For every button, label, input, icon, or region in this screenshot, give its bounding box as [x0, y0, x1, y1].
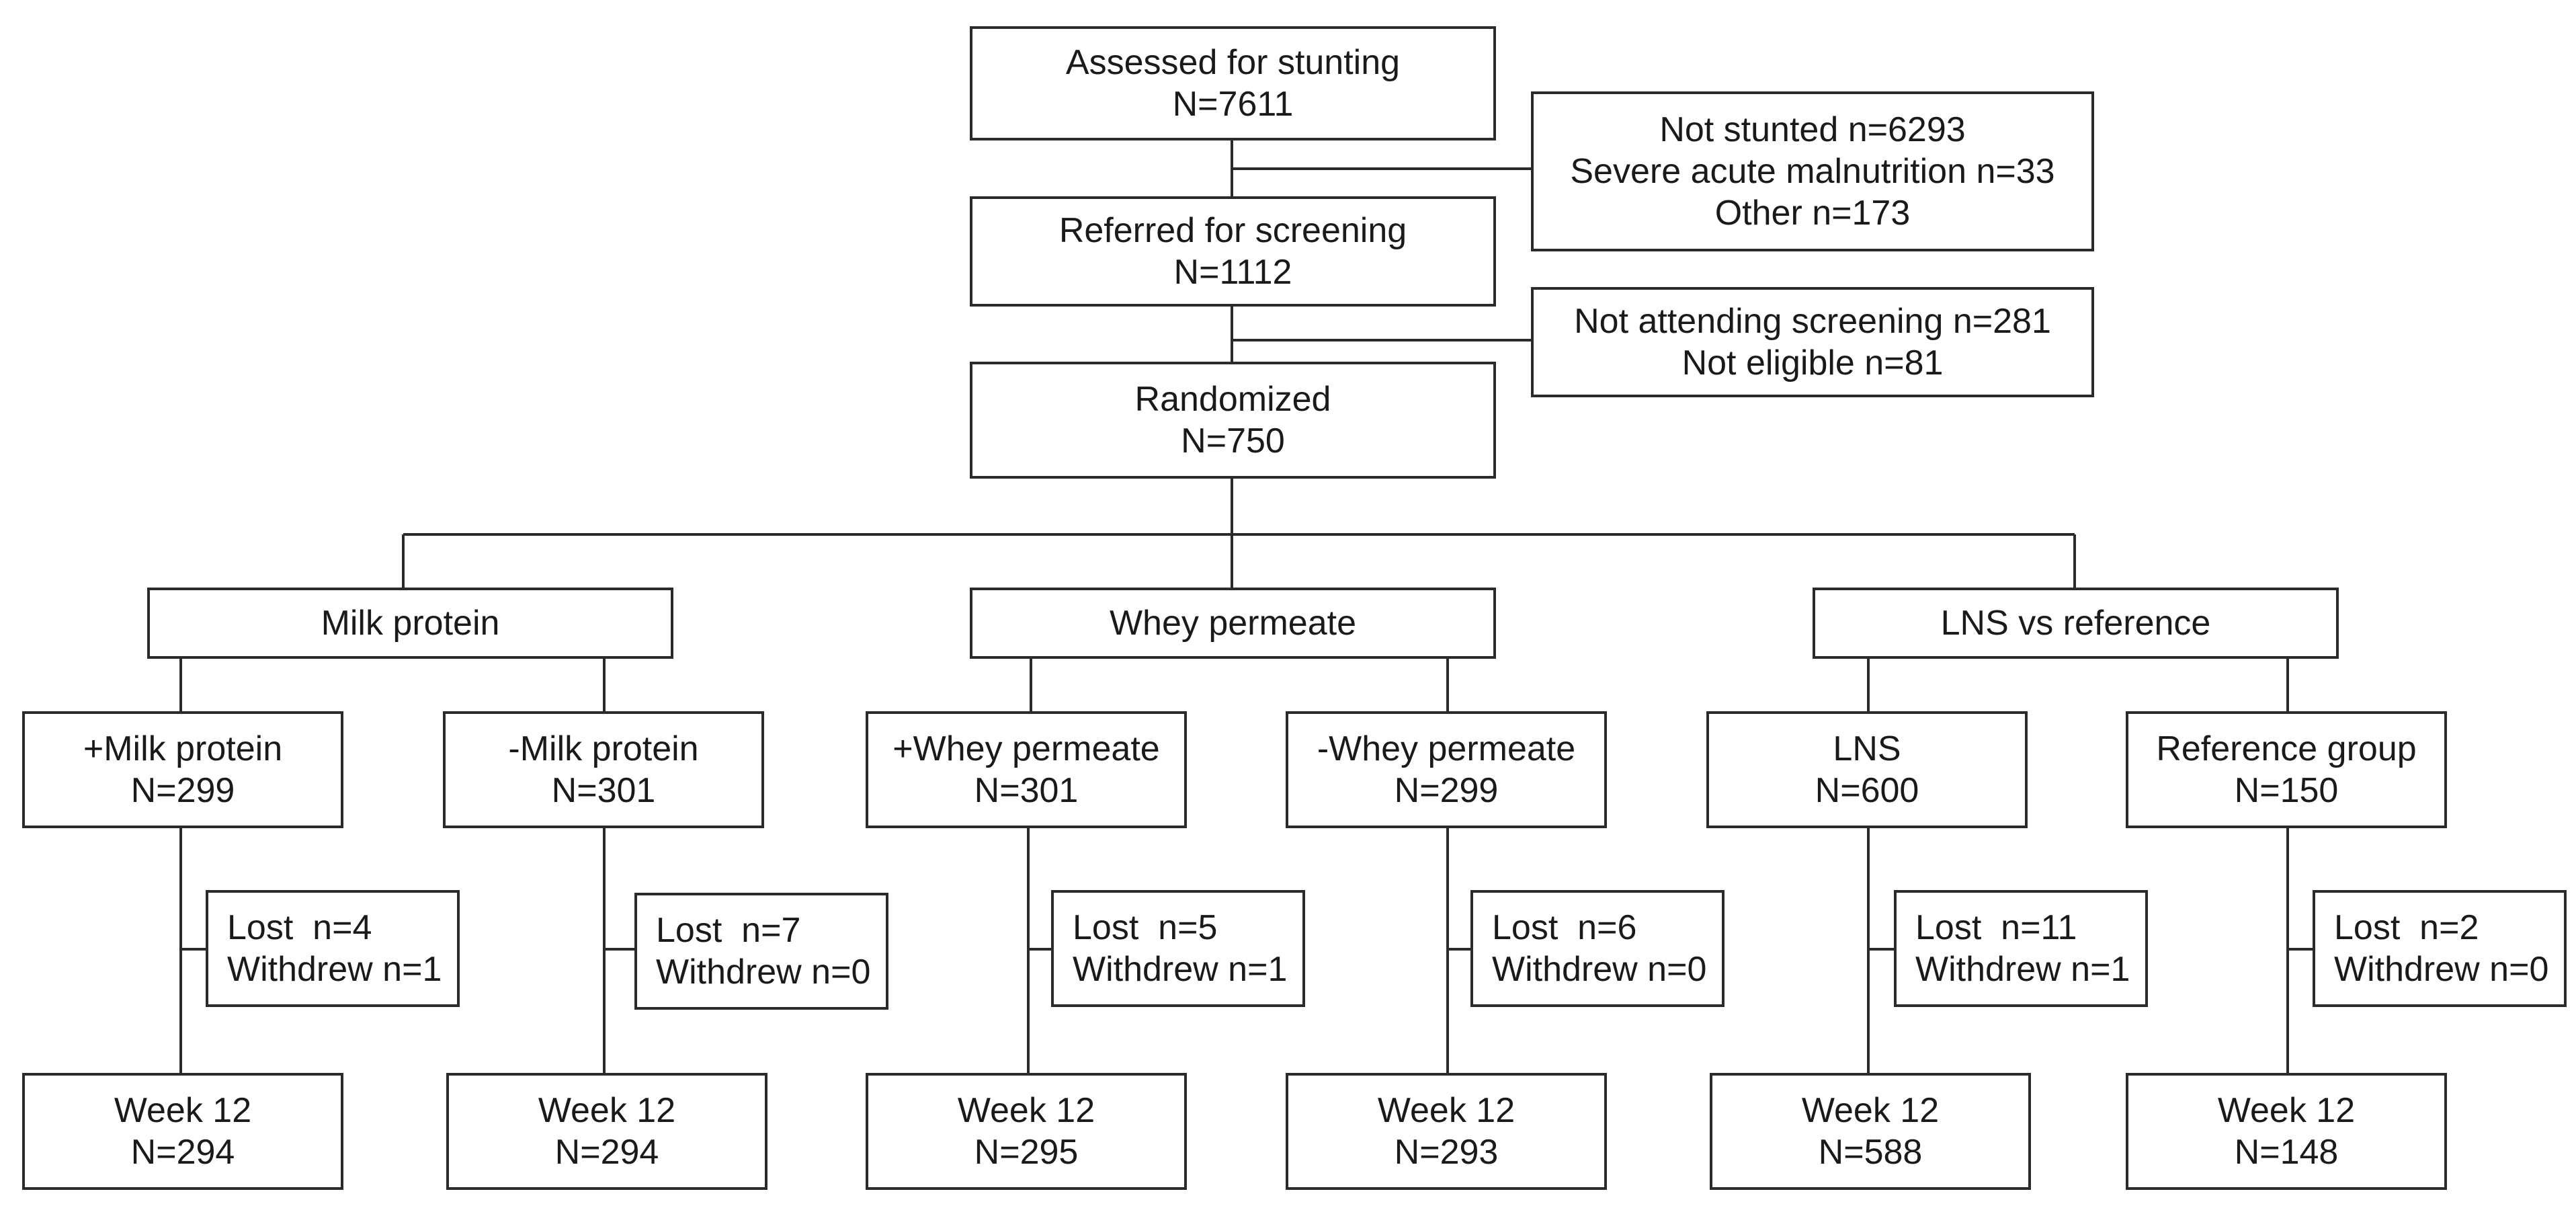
loss-lost: Lost n=11 [1915, 908, 2077, 947]
week-label: Week 12 [2217, 1091, 2356, 1130]
referred-count: N=1112 [1173, 253, 1292, 292]
week12-box-4: Week 12 N=293 [1286, 1073, 1607, 1190]
arm-count: N=600 [1815, 771, 1919, 810]
arm-count: N=301 [974, 771, 1079, 810]
loss-withdrew: Withdrew n=1 [1915, 950, 2130, 989]
loss-withdrew: Withdrew n=1 [227, 950, 442, 989]
loss-box-6: Lost n=2 Withdrew n=0 [2313, 890, 2567, 1007]
week12-box-6: Week 12 N=148 [2126, 1073, 2447, 1190]
loss-withdrew: Withdrew n=0 [2334, 950, 2549, 989]
loss-withdrew: Withdrew n=0 [656, 953, 871, 992]
arm-name: -Milk protein [508, 729, 699, 768]
arm-count: N=299 [130, 771, 235, 810]
loss-box-5: Lost n=11 Withdrew n=1 [1894, 890, 2148, 1007]
week12-box-3: Week 12 N=295 [866, 1073, 1187, 1190]
loss-box-4: Lost n=6 Withdrew n=0 [1470, 890, 1725, 1007]
week-label: Week 12 [1801, 1091, 1940, 1130]
week-count: N=294 [130, 1133, 235, 1172]
arm-count: N=299 [1394, 771, 1499, 810]
exclusion-1-line-2: Severe acute malnutrition n=33 [1570, 152, 2055, 191]
assessed-title: Assessed for stunting [1065, 43, 1401, 82]
arm-name: +Whey permeate [892, 729, 1160, 768]
week12-box-2: Week 12 N=294 [446, 1073, 767, 1190]
loss-box-3: Lost n=5 Withdrew n=1 [1051, 890, 1305, 1007]
exclusion-1-line-1: Not stunted n=6293 [1659, 110, 1966, 149]
arm-box-3: +Whey permeate N=301 [866, 711, 1187, 828]
arm-name: -Whey permeate [1317, 729, 1576, 768]
referred-title: Referred for screening [1058, 211, 1407, 250]
referred-box: Referred for screening N=1112 [970, 196, 1496, 307]
arm-count: N=301 [551, 771, 656, 810]
week-count: N=295 [974, 1133, 1079, 1172]
week-count: N=294 [554, 1133, 659, 1172]
assessed-box: Assessed for stunting N=7611 [970, 26, 1496, 140]
week-count: N=293 [1394, 1133, 1499, 1172]
week-label: Week 12 [957, 1091, 1095, 1130]
week-label: Week 12 [1377, 1091, 1515, 1130]
loss-withdrew: Withdrew n=1 [1073, 950, 1288, 989]
exclusion-1-line-3: Other n=173 [1714, 194, 1911, 233]
exclusion-box-1: Not stunted n=6293 Severe acute malnutri… [1531, 91, 2094, 251]
loss-lost: Lost n=7 [656, 911, 801, 950]
arm-name: Reference group [2156, 729, 2417, 768]
loss-lost: Lost n=5 [1073, 908, 1218, 947]
loss-box-2: Lost n=7 Withdrew n=0 [634, 893, 888, 1010]
loss-lost: Lost n=4 [227, 908, 372, 947]
exclusion-box-2: Not attending screening n=281 Not eligib… [1531, 287, 2094, 397]
arm-box-2: -Milk protein N=301 [443, 711, 764, 828]
group-title: Milk protein [321, 604, 500, 643]
week12-box-5: Week 12 N=588 [1710, 1073, 2031, 1190]
exclusion-2-line-1: Not attending screening n=281 [1574, 302, 2051, 341]
loss-lost: Lost n=2 [2334, 908, 2479, 947]
arm-name: LNS [1833, 729, 1901, 768]
group-title: Whey permeate [1109, 604, 1357, 643]
exclusion-2-line-2: Not eligible n=81 [1681, 344, 1944, 383]
group-box-whey-permeate: Whey permeate [970, 588, 1496, 659]
arm-box-5: LNS N=600 [1706, 711, 2028, 828]
arm-count: N=150 [2234, 771, 2339, 810]
group-title: LNS vs reference [1940, 604, 2211, 643]
group-box-lns-vs-reference: LNS vs reference [1813, 588, 2339, 659]
loss-box-1: Lost n=4 Withdrew n=1 [206, 890, 460, 1007]
arm-name: +Milk protein [83, 729, 283, 768]
randomized-box: Randomized N=750 [970, 362, 1496, 479]
arm-box-6: Reference group N=150 [2126, 711, 2447, 828]
randomized-title: Randomized [1134, 380, 1331, 419]
week-label: Week 12 [114, 1091, 252, 1130]
randomized-count: N=750 [1181, 421, 1285, 460]
group-box-milk-protein: Milk protein [147, 588, 673, 659]
assessed-count: N=7611 [1172, 85, 1294, 124]
week-count: N=588 [1818, 1133, 1923, 1172]
loss-lost: Lost n=6 [1492, 908, 1637, 947]
week-label: Week 12 [538, 1091, 676, 1130]
arm-box-1: +Milk protein N=299 [22, 711, 343, 828]
week12-box-1: Week 12 N=294 [22, 1073, 343, 1190]
arm-box-4: -Whey permeate N=299 [1286, 711, 1607, 828]
loss-withdrew: Withdrew n=0 [1492, 950, 1707, 989]
week-count: N=148 [2234, 1133, 2339, 1172]
